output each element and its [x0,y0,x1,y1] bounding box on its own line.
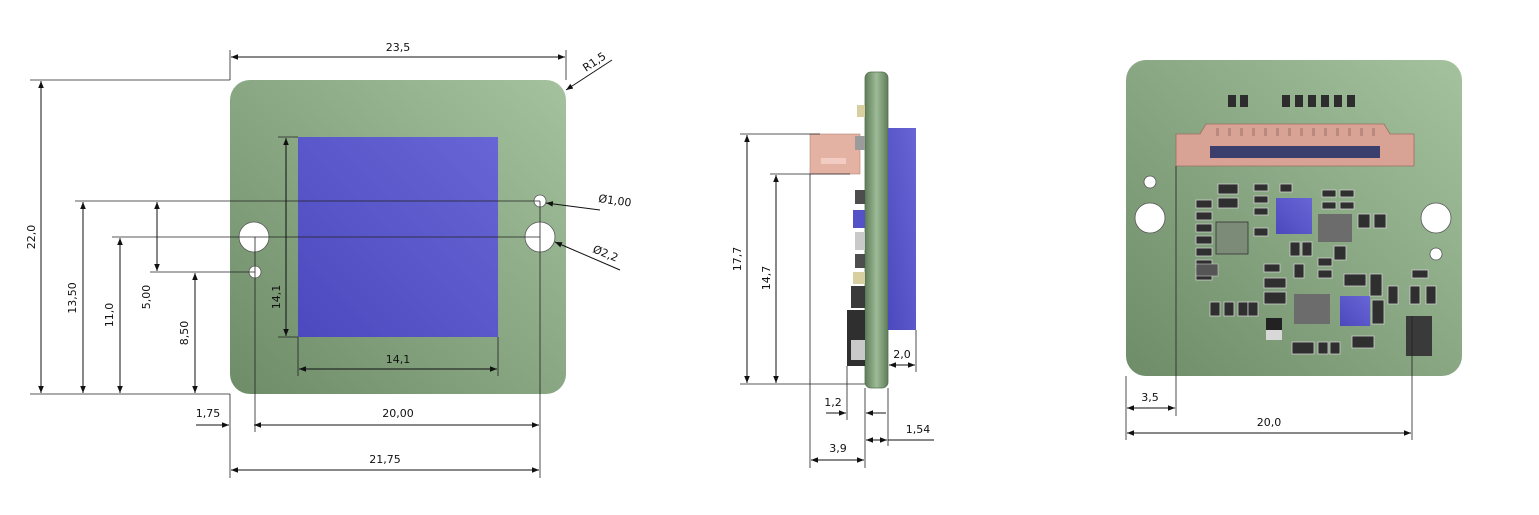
back-chip-4 [1215,221,1249,255]
side-pcb [864,71,889,389]
dim-small-hole-diameter: Ø1,00 [598,192,633,209]
side-view: 17,7 14,7 2,0 1,2 3,9 1,54 [731,71,934,468]
dim-sensor-width: 14,1 [386,353,411,366]
side-sensor [888,128,916,330]
dim-hole-height-a: 13,50 [66,282,79,314]
dim-connector-span: 20,0 [1257,416,1282,429]
dim-sensor-thickness: 2,0 [893,348,911,361]
back-top-components [1228,95,1355,107]
back-passives [1195,183,1437,355]
back-large-hole-right [1420,202,1452,234]
back-chip-2 [1340,296,1370,326]
back-small-hole-right [1429,247,1443,261]
dim-hole-height-d: 8,50 [178,321,191,346]
dim-sensor-height: 14,1 [270,285,283,310]
dim-front-width: 23,5 [386,41,411,54]
dim-total-span: 21,75 [369,453,401,466]
side-connector [809,133,861,175]
dim-hole-height-b: 11,0 [103,303,116,328]
dim-pcb-thickness: 1,54 [906,423,931,436]
back-connector [1175,123,1415,167]
dim-connector-thickness: 1,2 [824,396,842,409]
side-component [857,105,865,117]
dim-side-height-outer: 17,7 [731,247,744,272]
back-large-hole-left [1134,202,1166,234]
back-small-hole-left [1143,175,1157,189]
back-chip-5 [1294,294,1330,324]
back-chip-3 [1318,214,1352,242]
back-chip-1 [1276,198,1312,234]
dim-large-hole-diameter: Ø2,2 [591,243,620,265]
dim-front-height: 22,0 [25,225,38,250]
dim-side-height-inner: 14,7 [760,266,773,291]
back-chip-6 [1406,316,1432,356]
dim-hole-height-c: 5,00 [140,285,153,310]
dim-offset-left: 1,75 [196,407,221,420]
dim-connector-offset: 3,5 [1141,391,1159,404]
dim-component-depth: 3,9 [829,442,847,455]
dim-corner-radius: R1,5 [580,50,608,75]
dim-hole-span: 20,00 [382,407,414,420]
front-view: 23,5 R1,5 22,0 13,50 11,0 5,00 8,50 Ø1,0… [25,41,632,478]
back-view: 3,5 20,0 [1125,60,1462,440]
